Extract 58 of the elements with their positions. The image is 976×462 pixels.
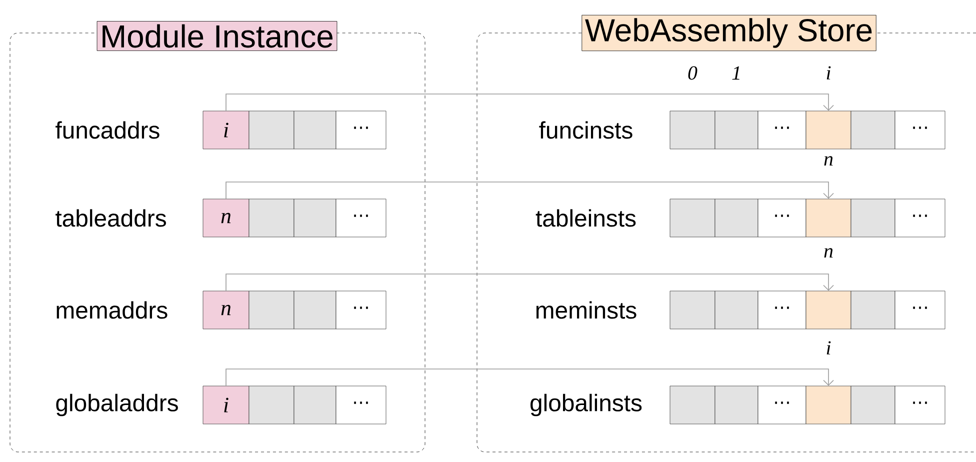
edge-label: n — [822, 155, 834, 166]
array-cell: i — [202, 110, 250, 150]
array-cell — [294, 386, 336, 424]
array-cell — [670, 386, 716, 424]
array-cell — [714, 386, 758, 424]
array-cell: i — [202, 386, 250, 424]
array-cell — [850, 386, 896, 424]
array-cell — [714, 198, 758, 238]
array-cell — [670, 198, 716, 238]
array-cell — [806, 198, 852, 238]
array-cell: ⋯ — [758, 110, 806, 150]
frame-title: Module Instance — [96, 21, 338, 51]
row-label: tableaddrs — [56, 209, 166, 227]
array-cell: ⋯ — [758, 290, 806, 330]
frame-title: WebAssembly Store — [582, 14, 876, 52]
array-cell — [248, 110, 294, 150]
array-cell: ⋯ — [758, 198, 806, 238]
row-label: meminsts — [536, 301, 636, 319]
index-label: 0 — [688, 66, 698, 80]
array-cell — [806, 386, 852, 424]
row-label: globaladdrs — [56, 394, 178, 416]
arrow — [226, 368, 834, 386]
row-label: tableinsts — [536, 209, 636, 227]
array-cell — [850, 290, 896, 330]
array-cell: ⋯ — [894, 198, 946, 238]
arrow — [226, 182, 834, 200]
array-cell — [294, 110, 336, 150]
row-label: globalinsts — [530, 394, 642, 416]
arrow — [226, 94, 834, 112]
edge-label: n — [822, 247, 834, 258]
edge-label: i — [824, 340, 832, 356]
array-cell — [248, 386, 294, 424]
array-cell — [806, 290, 852, 330]
row-label: memaddrs — [56, 301, 168, 319]
array-cell: n — [202, 198, 250, 238]
array-cell: n — [202, 290, 250, 330]
array-cell — [670, 290, 716, 330]
array-cell — [850, 198, 896, 238]
array-cell: ⋯ — [894, 110, 946, 150]
array-cell — [248, 198, 294, 238]
array-cell: ⋯ — [336, 386, 386, 424]
array-cell — [714, 290, 758, 330]
array-cell: ⋯ — [336, 198, 386, 238]
row-label: funcinsts — [539, 121, 632, 139]
array-cell — [294, 290, 336, 330]
arrow — [226, 274, 834, 292]
array-cell: ⋯ — [894, 386, 946, 424]
array-cell: ⋯ — [336, 290, 386, 330]
row-label: funcaddrs — [56, 121, 160, 139]
array-cell — [806, 110, 852, 150]
array-cell — [248, 290, 294, 330]
array-cell — [850, 110, 896, 150]
index-label: 1 — [732, 66, 740, 80]
array-cell: ⋯ — [894, 290, 946, 330]
array-cell: ⋯ — [758, 386, 806, 424]
array-cell — [294, 198, 336, 238]
array-cell: ⋯ — [336, 110, 386, 150]
edge-label: i — [824, 65, 832, 80]
